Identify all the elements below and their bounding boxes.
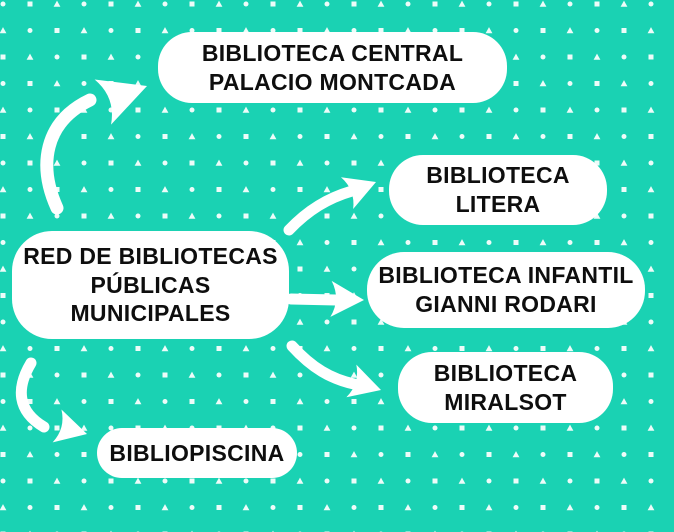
node-label: BIBLIOTECA LITERA — [426, 162, 570, 217]
node-label: BIBLIOTECA CENTRAL PALACIO MONTCADA — [201, 39, 464, 95]
node-bibliopiscina: BIBLIOPISCINA — [97, 428, 297, 478]
node-biblioteca-infantil: BIBLIOTECA INFANTIL GIANNI RODARI — [367, 252, 645, 328]
node-biblioteca-miralsot: BIBLIOTECA MIRALSOT — [398, 352, 613, 423]
node-label: RED DE BIBLIOTECAS PÚBLICAS MUNICIPALES — [23, 243, 278, 327]
node-label: BIBLIOPISCINA — [109, 439, 285, 466]
node-red-de-bibliotecas: RED DE BIBLIOTECAS PÚBLICAS MUNICIPALES — [12, 231, 289, 339]
node-label: BIBLIOTECA MIRALSOT — [433, 359, 578, 415]
node-biblioteca-litera: BIBLIOTECA LITERA — [389, 155, 607, 225]
node-biblioteca-central: BIBLIOTECA CENTRAL PALACIO MONTCADA — [158, 32, 507, 103]
node-label: BIBLIOTECA INFANTIL GIANNI RODARI — [378, 262, 634, 317]
